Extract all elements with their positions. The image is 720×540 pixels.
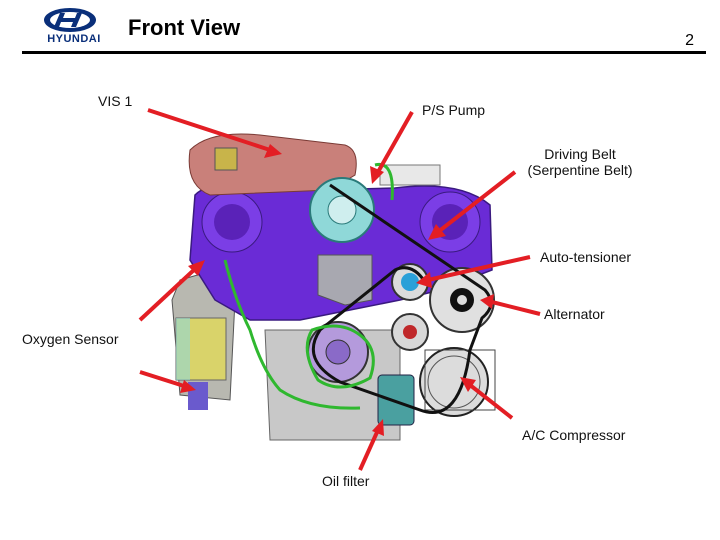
callout-arrows bbox=[138, 108, 541, 471]
label-ac-compressor: A/C Compressor bbox=[522, 427, 626, 443]
label-oxygen-sensor: Oxygen Sensor bbox=[22, 331, 119, 347]
label-alternator: Alternator bbox=[544, 306, 605, 322]
label-ps-pump: P/S Pump bbox=[422, 102, 486, 118]
header-divider bbox=[22, 51, 706, 54]
label-vis1: VIS 1 bbox=[98, 93, 133, 109]
page-number: 2 bbox=[685, 32, 694, 49]
intake-manifold bbox=[188, 133, 441, 196]
label-driving-belt-line1: Driving Belt bbox=[544, 146, 616, 162]
label-oil-filter: Oil filter bbox=[322, 473, 370, 489]
exhaust-manifold bbox=[171, 269, 236, 410]
logo-wordmark: HYUNDAI bbox=[47, 33, 101, 45]
label-driving-belt: Driving Belt (Serpentine Belt) bbox=[516, 146, 644, 178]
page-title: Front View bbox=[128, 15, 241, 40]
label-driving-belt-line2: (Serpentine Belt) bbox=[527, 162, 633, 178]
label-auto-tensioner: Auto-tensioner bbox=[540, 249, 632, 265]
hyundai-logo bbox=[44, 8, 96, 32]
